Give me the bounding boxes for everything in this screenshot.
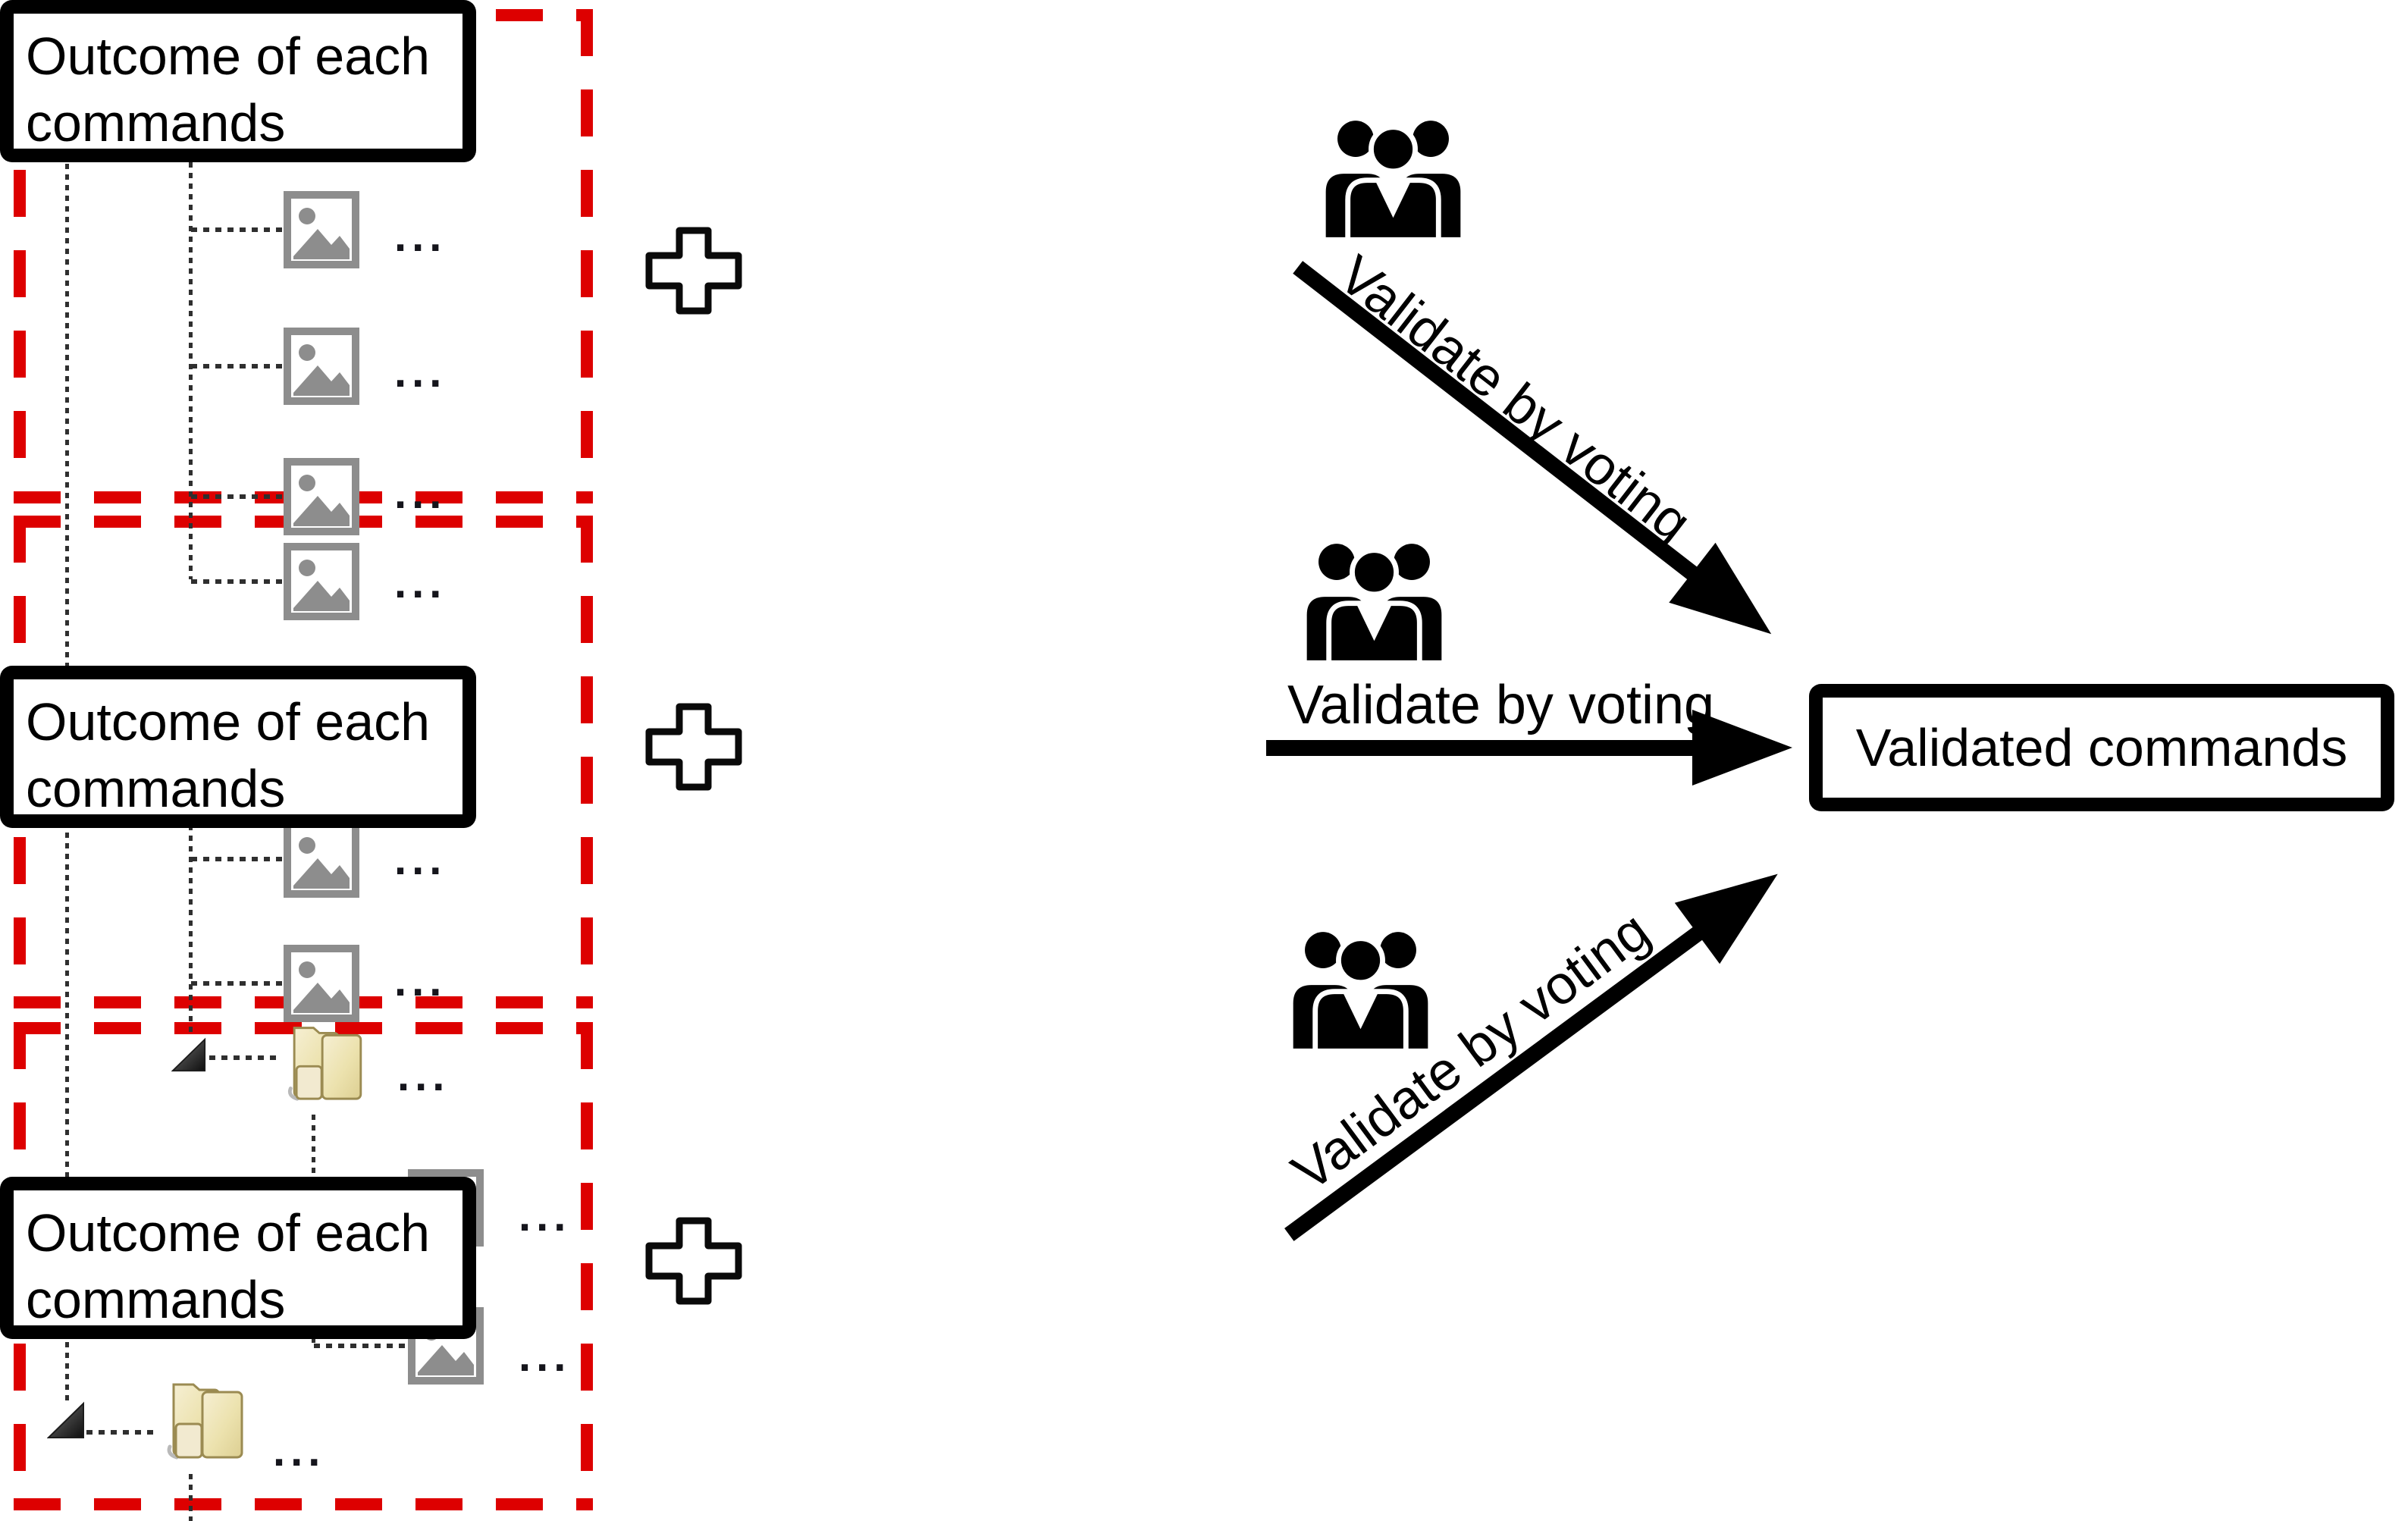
node-label: ... — [273, 1426, 326, 1476]
node-label: ... — [519, 1331, 572, 1381]
node-label: ... — [394, 212, 447, 261]
node-label: ... — [519, 1191, 572, 1240]
tree-children-line-folder1 — [189, 130, 193, 579]
arrow-shaft — [1266, 740, 1703, 756]
validated-commands-box: Validated commands — [1809, 684, 2394, 811]
dashed-edge — [14, 1498, 593, 1510]
tree-connector — [191, 494, 282, 499]
image-icon — [284, 191, 359, 268]
outcome-box-1: Outcome of each commands — [0, 0, 476, 162]
tree-children-line-folder4 — [189, 1474, 193, 1521]
node-label: ... — [394, 347, 447, 397]
tree-connector — [191, 579, 282, 584]
vote-label-1: Validate by voting — [1327, 244, 1702, 554]
dashed-edge — [581, 516, 593, 1008]
node-label: ... — [397, 1051, 450, 1100]
dashed-edge — [581, 1022, 593, 1510]
tree-expander-icon — [171, 1037, 206, 1072]
node-label: ... — [394, 956, 447, 1005]
voters-group-icon — [1283, 925, 1438, 1055]
tree-connector — [191, 857, 282, 861]
tree-children-line-folder2 — [189, 772, 193, 1037]
voters-group-icon — [1315, 114, 1471, 244]
image-icon — [284, 458, 359, 535]
tree-connector — [191, 364, 282, 368]
outcome-box-2: Outcome of each commands — [0, 666, 476, 828]
tree-connector — [314, 1344, 405, 1348]
image-icon — [284, 820, 359, 898]
validated-commands-label: Validated commands — [1855, 718, 2348, 777]
outcome-box-3-label: Outcome of each commands — [26, 1203, 431, 1329]
image-icon — [284, 543, 359, 620]
voters-group-icon — [1296, 537, 1452, 667]
image-icon — [284, 945, 359, 1022]
tree-connector — [86, 1430, 159, 1435]
folders-icon — [287, 1018, 366, 1102]
plus-icon — [643, 1215, 745, 1307]
outcome-box-3: Outcome of each commands — [0, 1177, 476, 1339]
tree-expander-icon — [47, 1401, 85, 1439]
vote-label-2: Validate by voting — [1287, 675, 1715, 735]
image-icon — [284, 328, 359, 405]
outcome-box-2-label: Outcome of each commands — [26, 692, 431, 818]
node-label: ... — [394, 558, 447, 607]
plus-icon — [643, 224, 745, 317]
tree-connector — [191, 227, 282, 232]
arrowhead-icon — [1692, 710, 1792, 786]
outcome-box-1-label: Outcome of each commands — [26, 27, 431, 152]
plus-icon — [643, 701, 745, 793]
node-label: ... — [394, 469, 447, 518]
tree-connector — [191, 981, 282, 986]
dashed-edge — [581, 9, 593, 503]
tree-connector — [209, 1055, 281, 1060]
folders-icon — [167, 1374, 246, 1461]
node-label: ... — [394, 835, 447, 884]
